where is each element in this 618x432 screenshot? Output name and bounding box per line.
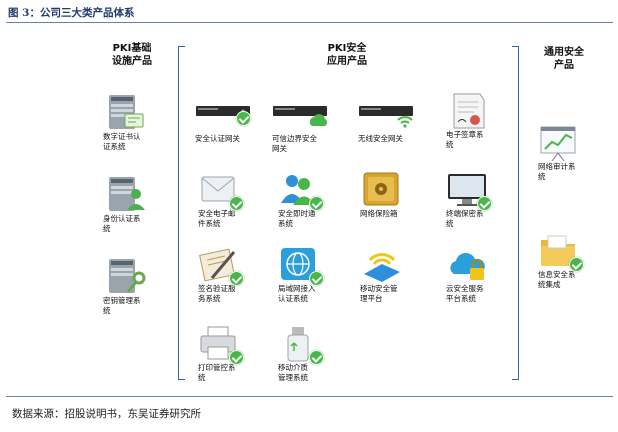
signature-pen-icon: [198, 246, 244, 286]
email-envelope-icon: [198, 171, 244, 211]
instant-messaging-icon: [278, 171, 324, 211]
column-heading-general-security: 通用安全产品: [544, 47, 584, 71]
product-item: 密钥管理系 统: [103, 258, 167, 316]
product-item: 打印管控系 统: [198, 325, 262, 383]
product-item: 安全即时通 系统: [278, 171, 342, 229]
product-item: 局域网接入 认证系统: [278, 246, 342, 304]
server-user-icon: [103, 176, 147, 214]
product-item: 移动介质 管理系统: [278, 325, 342, 383]
bottom-divider: [6, 396, 613, 397]
column-heading-pki-applications: PKI安全应用产品: [327, 43, 367, 67]
column-heading-pki-infrastructure: PKI基础设施产品: [112, 43, 152, 67]
product-item: 数字证书认 证系统: [103, 94, 167, 152]
signed-document-icon: [446, 92, 490, 130]
mobile-wireless-icon: [360, 246, 404, 284]
product-item: 云安全服务 平台系统: [446, 246, 510, 304]
cloud-lock-icon: [446, 246, 490, 284]
product-item: 信息安全系 统集成: [538, 232, 602, 290]
server-key-icon: [103, 258, 147, 296]
product-item: 电子签章系 统: [446, 92, 510, 150]
product-item: 安全认证网关: [195, 96, 259, 144]
figure-title: 图 3：公司三大类产品体系: [8, 7, 135, 19]
product-item: 移动安全管 理平台: [360, 246, 424, 304]
wireless-gateway-device-icon: [358, 96, 416, 134]
product-item: 身份认证系 统: [103, 176, 167, 234]
folder-integration-icon: [538, 232, 584, 272]
product-item: 网络保险箱: [360, 171, 424, 219]
product-item: 无线安全网关: [358, 96, 422, 144]
printer-icon: [198, 325, 244, 365]
audit-chart-icon: [538, 124, 582, 162]
safe-box-icon: [360, 171, 404, 209]
usb-media-icon: [278, 325, 324, 365]
cloud-gateway-device-icon: [272, 96, 330, 134]
product-item: 可信边界安全 网关: [272, 96, 336, 154]
product-item: 安全电子邮 件系统: [198, 171, 262, 229]
product-item: 签名验证服 务系统: [198, 246, 262, 304]
network-globe-icon: [278, 246, 324, 286]
right-bracket: [512, 46, 519, 380]
gateway-device-icon: [195, 96, 253, 134]
source-note: 数据来源：招股说明书，东吴证券研究所: [12, 408, 201, 420]
top-divider: [6, 22, 613, 23]
server-certificate-icon: [103, 94, 147, 132]
product-item: 终端保密系 统: [446, 171, 510, 229]
left-bracket: [178, 46, 185, 380]
monitor-terminal-icon: [446, 171, 492, 211]
product-item: 网络审计系 统: [538, 124, 602, 182]
